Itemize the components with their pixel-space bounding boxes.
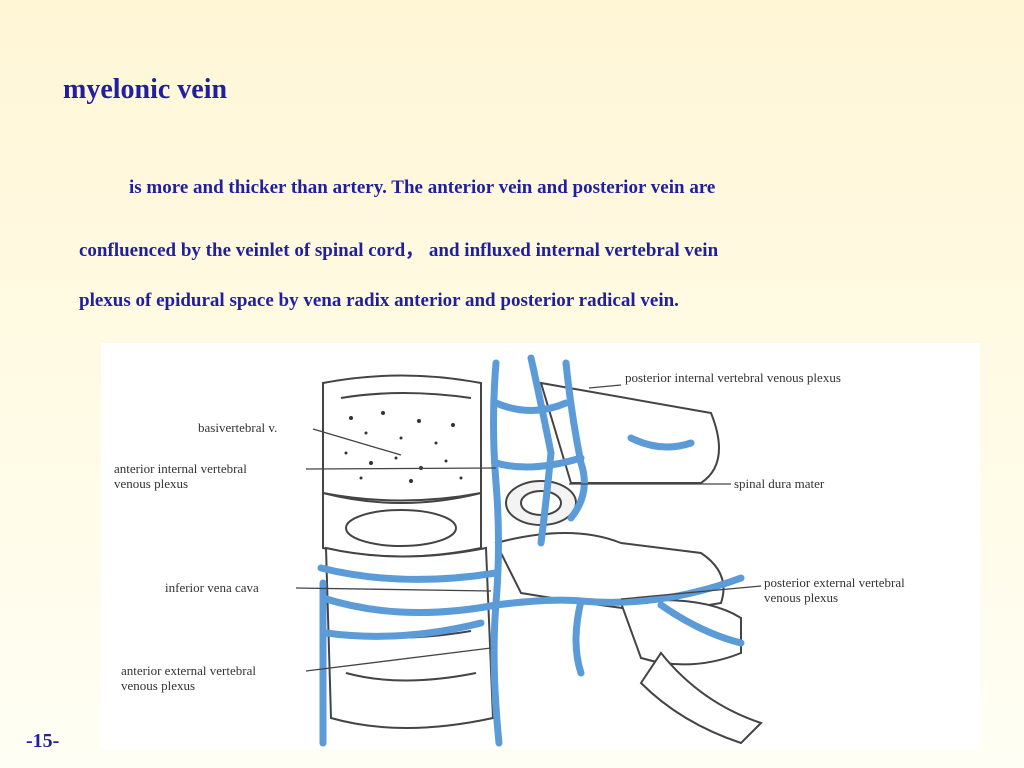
posterior-arch (494, 381, 763, 745)
anatomical-illustration (295, 354, 763, 747)
intervertebral-disc (322, 491, 482, 558)
label-anterior-external-line-1: anterior external vertebral (121, 663, 256, 678)
slide-title: myelonic vein (63, 74, 228, 105)
label-anterior-internal-line-1: anterior internal vertebral (114, 461, 247, 476)
label-spinal-dura-mater: spinal dura mater (734, 476, 825, 491)
label-posterior-internal-plexus: posterior internal vertebral venous plex… (625, 370, 841, 385)
venous-network (317, 354, 745, 747)
label-anterior-internal-line-2: venous plexus (114, 476, 189, 491)
paragraph-line-3: plexus of epidural space by vena radix a… (79, 290, 679, 311)
label-anterior-external-line-2: venous plexus (121, 678, 196, 693)
label-inferior-vena-cava: inferior vena cava (165, 580, 259, 595)
vertebral-venous-plexus-figure: posterior internal vertebral venous plex… (101, 343, 980, 749)
label-anterior-internal-plexus: anterior internal vertebral venous plexu… (114, 461, 247, 491)
leader-lines (295, 384, 762, 672)
paragraph-line-1: is more and thicker than artery. The ant… (129, 177, 716, 198)
label-posterior-external-line-1: posterior external vertebral (764, 575, 905, 590)
label-posterior-external-line-2: venous plexus (764, 590, 839, 605)
paragraph-line-2: confluenced by the veinlet of spinal cor… (79, 240, 719, 261)
label-anterior-external-plexus: anterior external vertebral venous plexu… (121, 663, 256, 693)
label-basivertebral-vein: basivertebral v. (198, 420, 278, 435)
page-number: -15- (26, 730, 60, 752)
label-posterior-external-plexus: posterior external vertebral venous plex… (764, 575, 905, 605)
